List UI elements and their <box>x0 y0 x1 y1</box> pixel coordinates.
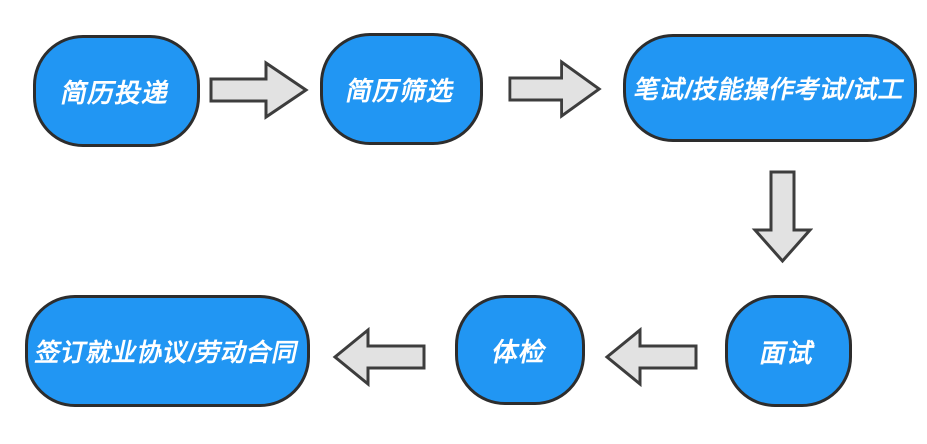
arrow-right-icon <box>209 60 309 120</box>
node-label-resume-screening: 简历筛选 <box>343 75 459 106</box>
flow-node-sign-contract: 签订就业协议/劳动合同 <box>25 295 310 407</box>
arrow-right-icon <box>508 59 602 119</box>
arrow-down-icon <box>751 170 813 264</box>
node-label-sign-contract: 签订就业协议/劳动合同 <box>32 339 302 367</box>
node-label-interview: 面试 <box>757 337 819 368</box>
arrow-left-icon <box>604 326 698 388</box>
node-label-physical-exam: 体检 <box>489 336 550 367</box>
flow-node-interview: 面试 <box>725 295 852 407</box>
node-label-resume-submission: 简历投递 <box>58 77 174 108</box>
flow-node-resume-screening: 简历筛选 <box>320 33 483 145</box>
arrow-left-icon <box>332 326 426 388</box>
node-label-written-skill-test: 笔试/技能操作考试/试工 <box>631 76 908 104</box>
flow-node-physical-exam: 体检 <box>455 295 585 405</box>
flow-node-written-skill-test: 笔试/技能操作考试/试工 <box>623 34 917 142</box>
flow-node-resume-submission: 简历投递 <box>33 35 200 147</box>
